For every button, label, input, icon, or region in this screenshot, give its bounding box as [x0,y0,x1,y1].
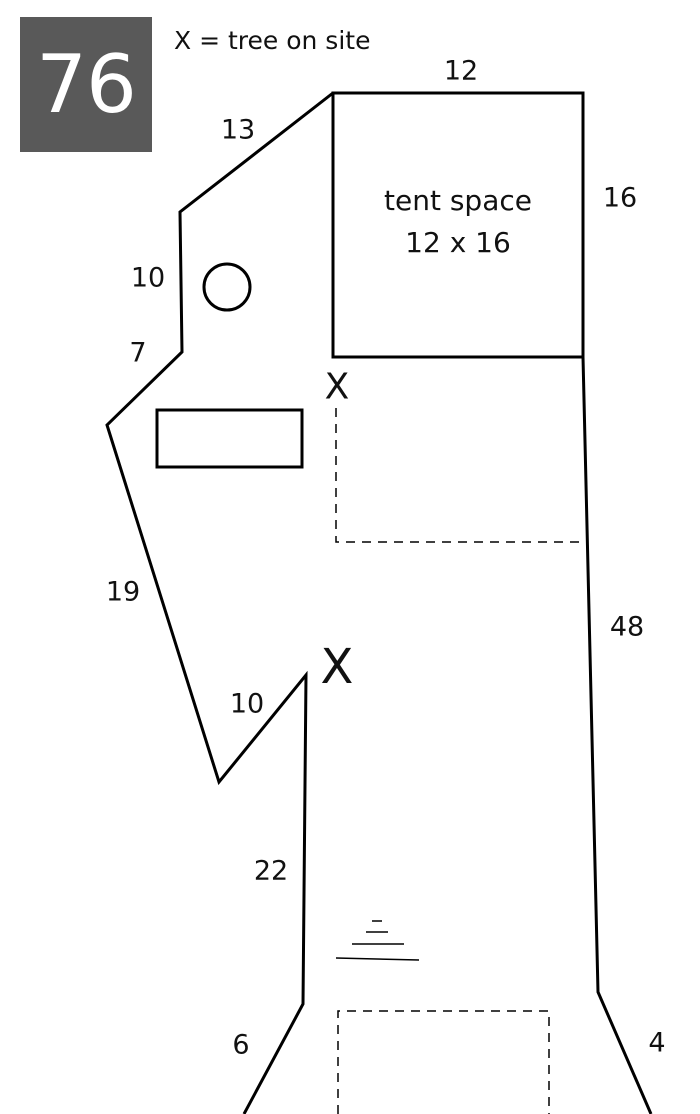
dimension-tent-right: 16 [602,182,638,214]
dimension-notch: 10 [229,688,265,720]
tree-marker-lower: X [320,639,354,695]
dimension-right-side: 48 [609,611,645,643]
site-number-badge: 76 [20,17,152,152]
tent-space-rect [331,91,585,359]
dimension-left-lower-diagonal: 19 [105,576,141,608]
tent-space-title: tent space [384,184,532,217]
dashed-area-upper [335,408,583,543]
dimension-upper-left-diagonal: 13 [220,114,256,146]
dimension-bottom-left: 6 [232,1029,250,1061]
fire-ring-icon [202,262,252,312]
legend-text: X = tree on site [174,26,371,55]
dashed-area-lower [337,1010,550,1114]
tent-space-size: 12 x 16 [405,226,511,259]
road-marker-icon [335,920,420,961]
site-boundary [105,91,653,1114]
dimension-left-upper: 10 [130,262,166,294]
tent-space-label: tent space 12 x 16 [333,180,583,264]
dimension-lower-left: 22 [253,855,289,887]
dimension-bottom-right: 4 [648,1027,666,1059]
tree-marker-upper: X [324,366,350,408]
dimension-top: 12 [443,55,479,87]
dimension-left-step: 7 [129,337,147,369]
picnic-table-icon [155,408,304,469]
